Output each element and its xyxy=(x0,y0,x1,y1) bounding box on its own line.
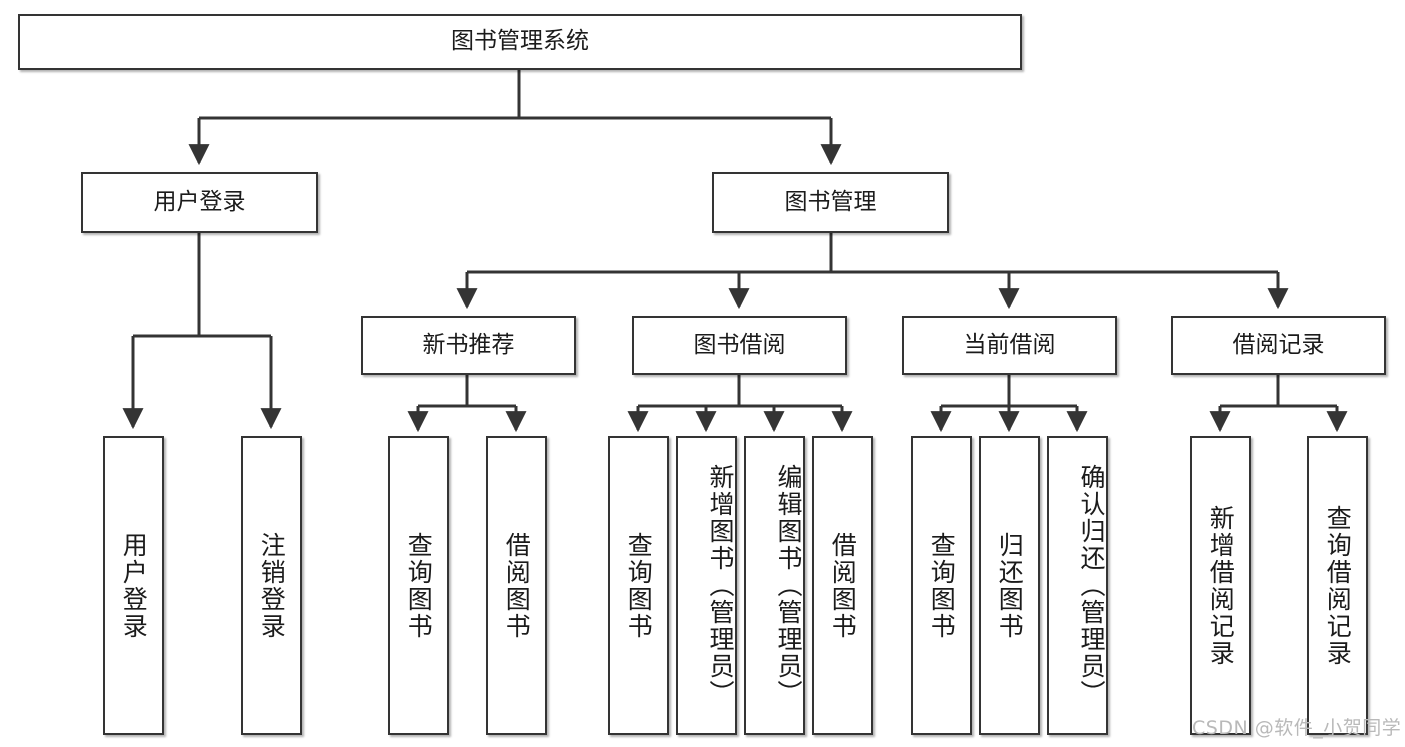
leaf-current-query-label: 查询图书 xyxy=(927,531,957,640)
leaf-borrow-edit-label: 编辑图书（管理员） xyxy=(774,464,803,707)
leaf-borrow-query-label: 查询图书 xyxy=(624,531,654,640)
node-borrow-records-label: 借阅记录 xyxy=(1232,331,1325,358)
node-root[interactable]: 图书管理系统 xyxy=(18,14,1022,70)
leaf-records-query[interactable]: 查询借阅记录 xyxy=(1307,436,1368,735)
node-book-management[interactable]: 图书管理 xyxy=(712,172,949,233)
leaf-current-return[interactable]: 归还图书 xyxy=(979,436,1040,735)
leaf-records-add[interactable]: 新增借阅记录 xyxy=(1190,436,1251,735)
node-new-book-recommend-label: 新书推荐 xyxy=(422,331,515,358)
node-current-borrow-label: 当前借阅 xyxy=(963,331,1056,358)
leaf-borrow-query[interactable]: 查询图书 xyxy=(608,436,669,735)
watermark-text: CSDN @软件_小贺同学 xyxy=(1192,717,1402,739)
node-borrow-records[interactable]: 借阅记录 xyxy=(1171,316,1386,375)
node-book-borrow[interactable]: 图书借阅 xyxy=(632,316,847,375)
leaf-borrow-do-borrow[interactable]: 借阅图书 xyxy=(812,436,873,735)
leaf-current-query[interactable]: 查询图书 xyxy=(911,436,972,735)
leaf-user-login-login[interactable]: 用户登录 xyxy=(103,436,164,735)
node-book-borrow-label: 图书借阅 xyxy=(693,331,786,358)
leaf-borrow-add[interactable]: 新增图书（管理员） xyxy=(676,436,737,735)
node-user-login-label: 用户登录 xyxy=(153,188,246,215)
leaf-records-query-label: 查询借阅记录 xyxy=(1323,504,1353,667)
leaf-records-add-label: 新增借阅记录 xyxy=(1206,504,1236,667)
leaf-user-login-login-label: 用户登录 xyxy=(119,531,149,640)
node-user-login[interactable]: 用户登录 xyxy=(81,172,318,233)
leaf-new-book-borrow[interactable]: 借阅图书 xyxy=(486,436,547,735)
node-current-borrow[interactable]: 当前借阅 xyxy=(902,316,1117,375)
leaf-current-confirm-return[interactable]: 确认归还（管理员） xyxy=(1047,436,1108,735)
leaf-new-book-borrow-label: 借阅图书 xyxy=(502,531,532,640)
leaf-new-book-query[interactable]: 查询图书 xyxy=(388,436,449,735)
leaf-borrow-do-borrow-label: 借阅图书 xyxy=(828,531,858,640)
node-new-book-recommend[interactable]: 新书推荐 xyxy=(361,316,576,375)
leaf-current-confirm-return-label: 确认归还（管理员） xyxy=(1077,464,1106,707)
leaf-borrow-edit[interactable]: 编辑图书（管理员） xyxy=(744,436,805,735)
node-book-management-label: 图书管理 xyxy=(784,188,877,215)
leaf-user-login-logout[interactable]: 注销登录 xyxy=(241,436,302,735)
leaf-borrow-add-label: 新增图书（管理员） xyxy=(706,464,735,707)
leaf-user-login-logout-label: 注销登录 xyxy=(257,531,287,640)
leaf-new-book-query-label: 查询图书 xyxy=(404,531,434,640)
leaf-current-return-label: 归还图书 xyxy=(995,531,1025,640)
node-root-label: 图书管理系统 xyxy=(451,28,589,55)
